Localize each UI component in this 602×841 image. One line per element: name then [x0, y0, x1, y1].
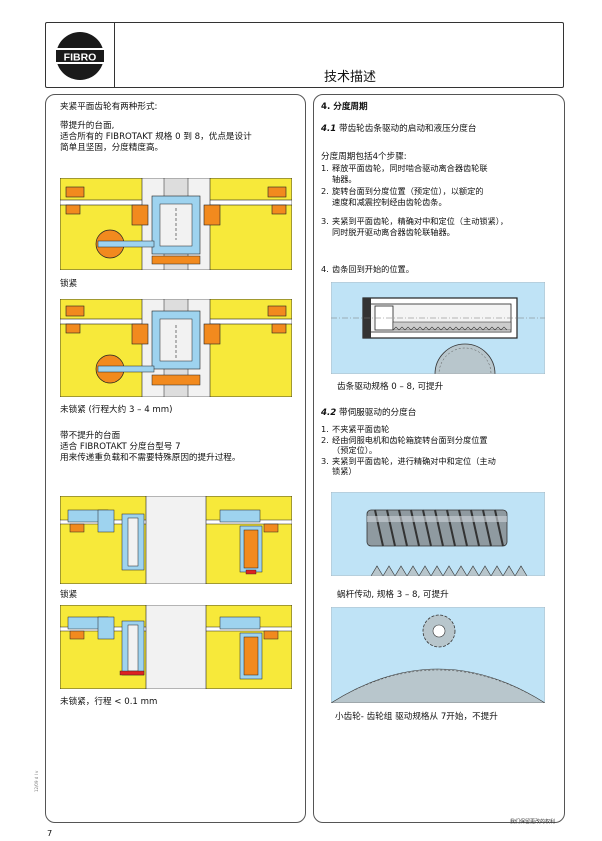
section-4-heading: 4. 分度周期 [321, 102, 368, 112]
list-item: 4. 齿条回到开始的位置。 [321, 264, 414, 274]
sub41-step-list: 1. 释放平面齿轮，同时啮合驱动离合器齿轮联轴器。 2. 旋转台面到分度位置（预… [321, 163, 508, 238]
type2-caption-locked: 锁紧 [60, 590, 78, 600]
list-item: 1. 释放平面齿轮，同时啮合驱动离合器齿轮联轴器。 [321, 163, 488, 184]
right-panel [313, 94, 565, 823]
type2-line1: 适合 FIBROTAKT 分度台型号 7 [60, 442, 181, 452]
steps-intro: 分度周期包括4个步骤: [321, 152, 407, 162]
type2-caption-unlocked: 未锁紧，行程 < 0.1 mm [60, 697, 158, 707]
type1-caption-locked: 锁紧 [60, 279, 78, 289]
section-title: 技术描述 [323, 70, 376, 85]
list-item: 3. 夹紧到平面齿轮，精确对中和定位（主动锁紧），同时脱开驱动离合器齿轮联轴器。 [321, 216, 509, 237]
figure-pinion-drive [331, 607, 545, 703]
sub41-title: 带齿轮齿条驱动的启动和液压分度台 [338, 124, 477, 134]
list-item: 1. 不夹紧平面齿轮 [321, 424, 390, 434]
list-item: 2. 经由伺服电机和齿轮箱旋转台面到分度位置（预定位）。 [321, 434, 488, 456]
sub42-step-list: 1. 不夹紧平面齿轮 2. 经由伺服电机和齿轮箱旋转台面到分度位置（预定位）。 … [321, 424, 496, 477]
logo-cell: FIBRO [45, 22, 115, 88]
type2-heading: 带不提升的台面 [60, 431, 121, 441]
sub42-number: 4.2 [321, 408, 337, 418]
page-number: 7 [47, 828, 53, 838]
figure-nonlift-locked [60, 496, 292, 584]
pinion-caption: 小齿轮- 齿轮组 驱动规格从 7开始，不提升 [335, 712, 498, 722]
sub42-heading: 4.2 带伺服驱动的分度台 [321, 408, 416, 419]
sub41-number: 4.1 [321, 124, 337, 134]
figure-lift-unlocked [60, 299, 292, 397]
list-item: 3. 夹紧到平面齿轮，进行精确对中和定位（主动锁紧） [321, 455, 496, 477]
figure-rack-drive [331, 282, 545, 374]
figure-worm-drive [331, 492, 545, 576]
figure-nonlift-unlocked [60, 605, 292, 689]
logo-text: FIBRO [64, 52, 97, 64]
rack-caption: 齿条驱动规格 0 – 8, 可提升 [337, 382, 444, 392]
side-code: 12/09 d l v [34, 770, 39, 792]
type1-heading: 带提升的台面, [60, 121, 115, 131]
sub41-heading: 4.1 带齿轮齿条驱动的启动和液压分度台 [321, 124, 476, 135]
left-panel [45, 94, 306, 823]
footer-note: 我们保留更改的权利 [510, 819, 556, 825]
worm-caption: 蜗杆传动, 规格 3 – 8, 可提升 [337, 590, 449, 600]
type1-line2: 简单且坚固，分度精度高。 [60, 143, 164, 153]
type2-line2: 用来传递重负载和不需要特殊原因的提升过程。 [60, 453, 241, 463]
fibro-logo: FIBRO [54, 32, 106, 80]
header-frame [45, 22, 564, 88]
figure-lift-locked [60, 178, 292, 270]
type1-caption-unlocked: 未锁紧 (行程大约 3 – 4 mm) [60, 405, 173, 415]
list-item: 2. 旋转台面到分度位置（预定位），以额定的速度和减震控制经由齿轮齿条。 [321, 186, 484, 207]
sub42-title: 带伺服驱动的分度台 [338, 408, 417, 418]
left-intro: 夹紧平面齿轮有两种形式: [60, 102, 158, 112]
type1-line1: 适合所有的 FIBROTAKT 规格 0 到 8，优点是设计 [60, 132, 252, 142]
